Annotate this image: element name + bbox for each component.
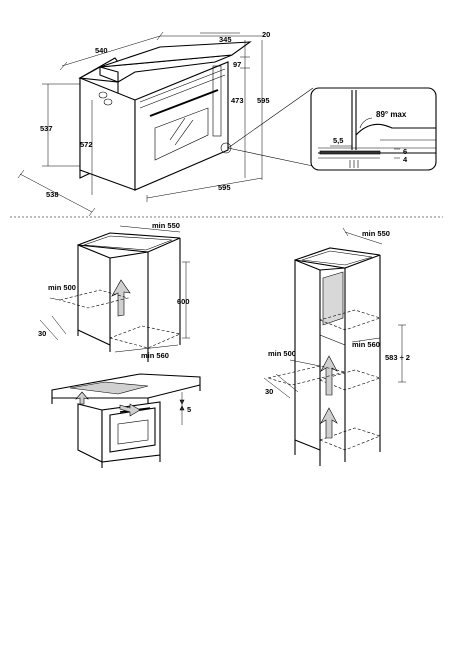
detail-gap-6: 6	[403, 147, 407, 156]
under-counter-cabinet: min 550 600 min 500 30 min 560	[38, 221, 190, 362]
column-min-550: min 550	[362, 229, 390, 238]
air-flow-arrow-3	[119, 403, 141, 417]
cabinet-depth-30: 30	[38, 329, 46, 338]
oven-dimension-drawing: 540 345 20 97 473 595 537 572 538 595	[17, 30, 314, 217]
cabinet-min-500: min 500	[48, 283, 76, 292]
dim-345: 345	[219, 35, 232, 44]
cabinet-height-600: 600	[177, 297, 190, 306]
column-min-500: min 500	[268, 349, 296, 358]
column-height-583: 583 ÷ 2	[385, 353, 410, 362]
air-flow-arrow	[111, 279, 131, 317]
column-depth-30: 30	[265, 387, 273, 396]
dim-20: 20	[262, 30, 270, 39]
detail-gap-5-5: 5,5	[333, 136, 343, 145]
dim-473: 473	[231, 96, 244, 105]
detail-angle: 89° max	[376, 110, 407, 119]
dim-538: 538	[46, 190, 59, 199]
under-counter-hob-install: 5	[51, 373, 201, 468]
dim-97: 97	[233, 60, 241, 69]
oven-body	[78, 41, 252, 191]
dim-595-bottom: 595	[218, 183, 231, 192]
detail-gap-4: 4	[403, 155, 408, 164]
hob-gap-5: 5	[187, 405, 191, 414]
column-air-arrow-1	[320, 355, 338, 396]
door-detail-box: 89° max 5,5 6 4	[310, 87, 437, 171]
column-min-560: min 560	[352, 340, 380, 349]
column-air-arrow-2	[320, 407, 338, 439]
dim-537: 537	[40, 124, 53, 133]
dim-540: 540	[95, 46, 108, 55]
column-cabinet: min 550 min 560 583 ÷ 2 min 500 30	[263, 227, 410, 466]
dim-572: 572	[80, 140, 93, 149]
dim-595-vertical: 595	[257, 96, 270, 105]
cabinet-min-550: min 550	[152, 221, 180, 230]
air-flow-arrow-2	[75, 391, 89, 405]
cabinet-min-560: min 560	[141, 351, 169, 360]
